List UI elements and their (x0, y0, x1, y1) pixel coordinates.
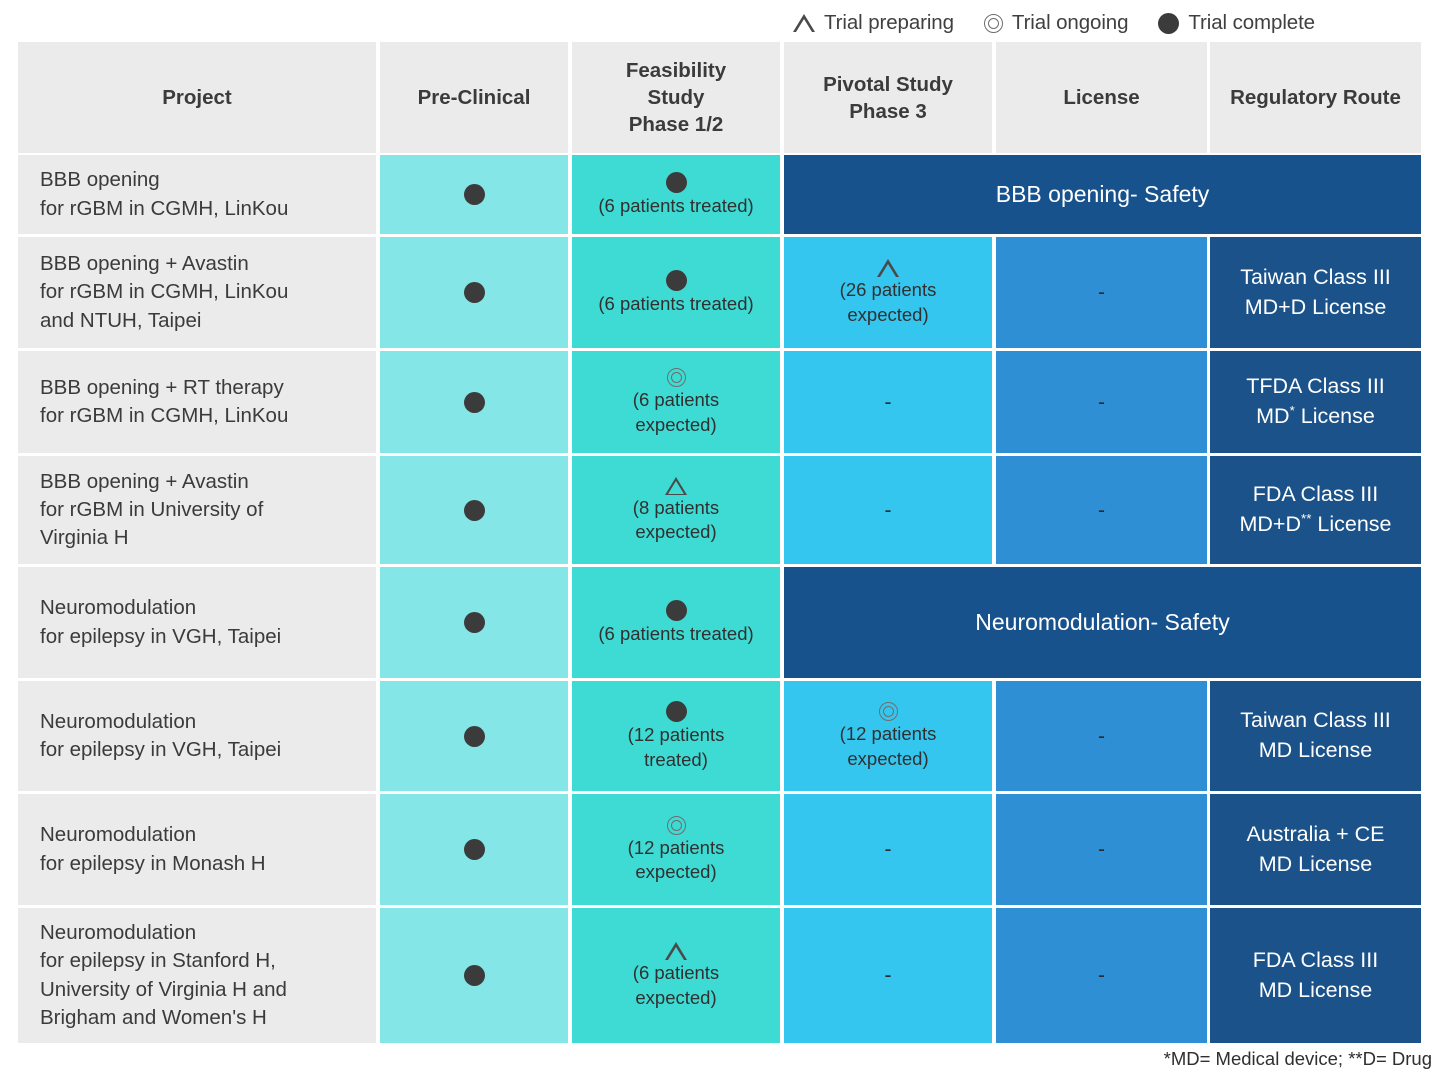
cell-feasibility-4: (8 patients expected) (572, 456, 780, 564)
regulatory-line-2: MD* License (1256, 402, 1375, 428)
table-row-project-5: Neuromodulation for epilepsy in VGH, Tai… (18, 567, 376, 678)
regulatory-line-2: MD+D** License (1239, 510, 1392, 536)
cell-pivotal-8: - (784, 908, 992, 1043)
column-header-pre-clinical: Pre-Clinical (380, 42, 568, 153)
column-header-regulatory-route: Regulatory Route (1210, 42, 1421, 153)
cell-license-2: - (996, 237, 1207, 348)
cell-feasibility-2: (6 patients treated) (572, 237, 780, 348)
filled-circle-icon (665, 171, 687, 193)
table-row-project-6: Neuromodulation for epilepsy in VGH, Tai… (18, 681, 376, 791)
filled-circle-icon (665, 269, 687, 291)
cell-feasibility-8: (6 patients expected) (572, 908, 780, 1043)
cell-pivotal-3: - (784, 351, 992, 453)
filled-circle-icon (463, 391, 485, 413)
legend-item-trial-ongoing: Trial ongoing (983, 11, 1129, 35)
cell-license-8: - (996, 908, 1207, 1043)
double-circle-icon (983, 13, 1003, 33)
table-row-project-8: Neuromodulation for epilepsy in Stanford… (18, 908, 376, 1043)
column-header-pivotal-study: Pivotal Study Phase 3 (784, 42, 992, 153)
triangle-icon (877, 259, 899, 278)
cell-pivotal-2: (26 patients expected) (784, 237, 992, 348)
double-circle-icon (666, 368, 686, 388)
filled-circle-icon (463, 839, 485, 860)
cell-feasibility-7: (12 patients expected) (572, 794, 780, 905)
table-row-project-3: BBB opening + RT therapy for rGBM in CGM… (18, 351, 376, 453)
cell-feasibility-3: (6 patients expected) (572, 351, 780, 453)
cell-safety-banner-5: Neuromodulation- Safety (784, 567, 1421, 678)
cell-preclinical-6 (380, 681, 568, 791)
filled-circle-icon (463, 499, 485, 521)
cell-feasibility-6: (12 patients treated) (572, 681, 780, 791)
cell-license-4: - (996, 456, 1207, 564)
cell-preclinical-7 (380, 794, 568, 905)
filled-circle-icon (665, 701, 687, 723)
cell-feasibility-5: (6 patients treated) (572, 567, 780, 678)
table-row-project-2: BBB opening + Avastin for rGBM in CGMH, … (18, 237, 376, 348)
cell-regulatory-8: FDA Class III MD License (1210, 908, 1421, 1043)
cell-preclinical-3 (380, 351, 568, 453)
cell-pivotal-7: - (784, 794, 992, 905)
table-row-project-4: BBB opening + Avastin for rGBM in Univer… (18, 456, 376, 564)
legend-label-trial-ongoing: Trial ongoing (1011, 11, 1129, 34)
cell-regulatory-2: Taiwan Class III MD+D License (1210, 237, 1421, 348)
cell-preclinical-8 (380, 908, 568, 1043)
column-header-feasibility-study: Feasibility Study Phase 1/2 (572, 42, 780, 153)
cell-pivotal-4: - (784, 456, 992, 564)
legend: Trial preparing Trial ongoing Trial comp… (793, 5, 1433, 41)
triangle-icon (793, 14, 815, 32)
cell-regulatory-3: TFDA Class III MD* License (1210, 351, 1421, 453)
cell-pivotal-6: (12 patients expected) (784, 681, 992, 791)
legend-label-trial-preparing: Trial preparing (824, 11, 954, 34)
column-header-license: License (996, 42, 1207, 153)
cell-preclinical-5 (380, 567, 568, 678)
legend-label-trial-complete: Trial complete (1188, 11, 1315, 34)
filled-circle-icon (463, 612, 485, 633)
cell-preclinical-4 (380, 456, 568, 564)
filled-circle-icon (463, 282, 485, 303)
legend-item-trial-complete: Trial complete (1158, 11, 1315, 35)
cell-regulatory-6: Taiwan Class III MD License (1210, 681, 1421, 791)
filled-circle-icon (463, 184, 485, 205)
double-circle-icon (666, 815, 686, 835)
column-header-project: Project (18, 42, 376, 153)
double-circle-icon (878, 702, 898, 722)
cell-preclinical-1 (380, 155, 568, 234)
cell-feasibility-1: (6 patients treated) (572, 155, 780, 234)
cell-license-7: - (996, 794, 1207, 905)
cell-regulatory-4: FDA Class III MD+D** License (1210, 456, 1421, 564)
filled-circle-icon (665, 599, 687, 621)
filled-circle-icon (463, 965, 485, 986)
cell-preclinical-2 (380, 237, 568, 348)
legend-item-trial-preparing: Trial preparing (793, 11, 954, 35)
table-row-project-7: Neuromodulation for epilepsy in Monash H (18, 794, 376, 905)
cell-license-6: - (996, 681, 1207, 791)
filled-circle-icon (463, 725, 485, 747)
cell-regulatory-7: Australia + CE MD License (1210, 794, 1421, 905)
cell-safety-banner-1: BBB opening- Safety (784, 155, 1421, 234)
triangle-icon (665, 476, 687, 495)
cell-license-3: - (996, 351, 1207, 453)
table-row-project-1: BBB opening for rGBM in CGMH, LinKou (18, 155, 376, 234)
filled-circle-icon (1158, 12, 1180, 34)
footnote: *MD= Medical device; **D= Drug (1163, 1048, 1432, 1069)
triangle-icon (665, 942, 687, 961)
